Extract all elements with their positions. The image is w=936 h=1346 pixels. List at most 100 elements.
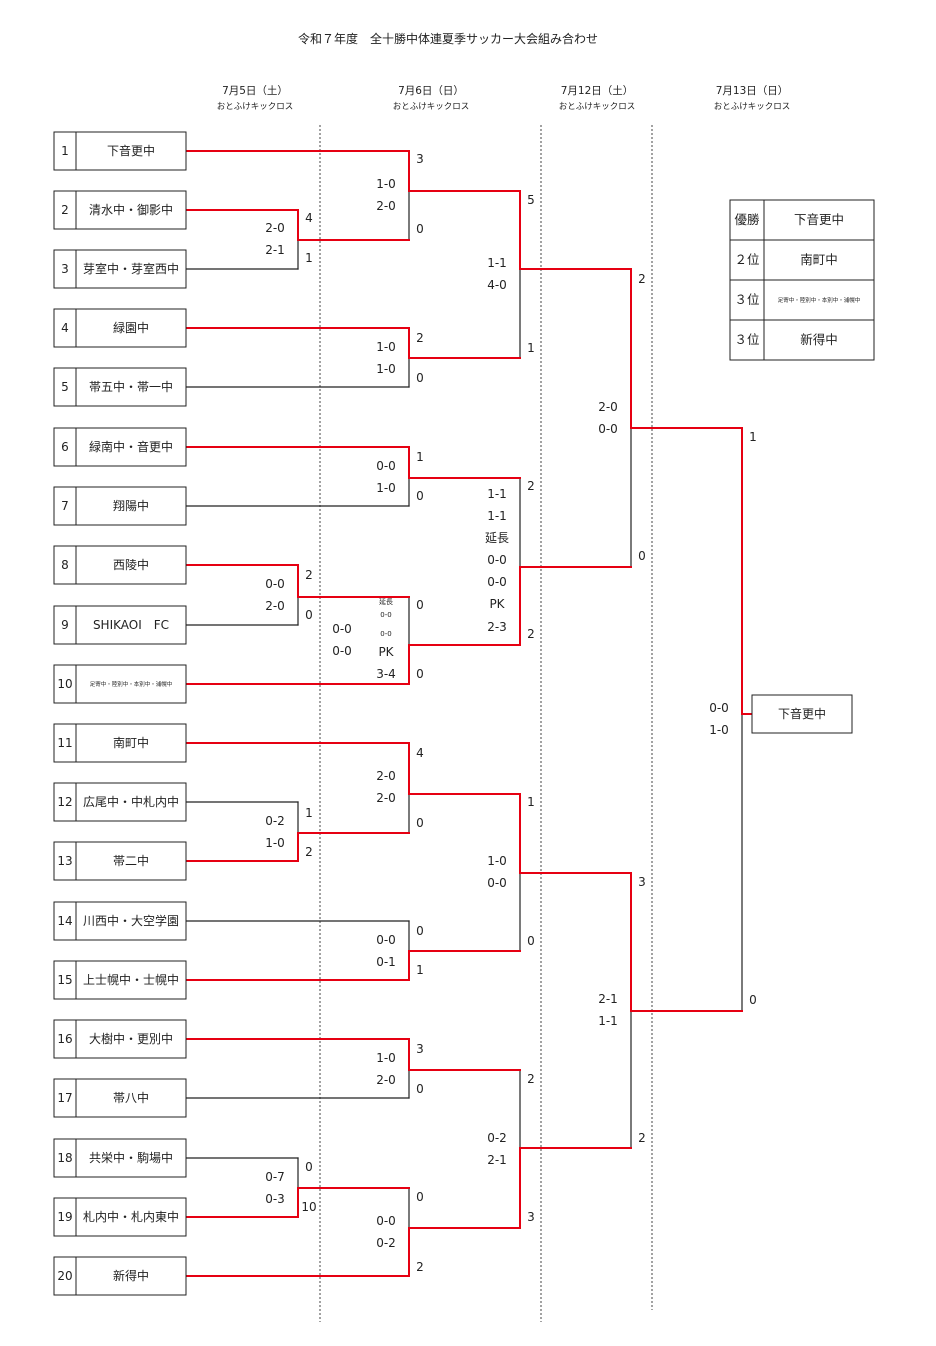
goals-top: 3 bbox=[416, 1042, 424, 1056]
results-table: 優勝下音更中２位南町中３位足寄中・陸別中・本別中・浦幌中３位新得中 bbox=[729, 199, 875, 361]
score-second-half: 0-0 bbox=[332, 644, 352, 658]
round4-venue: おとふけキックロス bbox=[714, 102, 791, 112]
team-number: 20 bbox=[57, 1269, 72, 1283]
team-name: 帯五中・帯一中 bbox=[89, 379, 173, 394]
pk-score: 2-3 bbox=[487, 620, 507, 634]
results-team: 足寄中・陸別中・本別中・浦幌中 bbox=[778, 296, 861, 304]
team-entry: 14 川西中・大空学園 bbox=[53, 901, 187, 941]
score-first-half: 2-1 bbox=[598, 992, 618, 1006]
goals-top: 2 bbox=[527, 1072, 535, 1086]
extra-time-label: 延長 bbox=[379, 597, 393, 606]
team-name: 広尾中・中札内中 bbox=[83, 794, 179, 809]
results-row: ３位足寄中・陸別中・本別中・浦幌中 bbox=[729, 279, 875, 321]
score-first-half: 1-1 bbox=[487, 256, 507, 270]
score-second-half: 0-3 bbox=[265, 1192, 285, 1206]
results-row: ３位新得中 bbox=[729, 319, 875, 361]
goals-top: 0 bbox=[416, 598, 424, 612]
goals-bottom: 0 bbox=[416, 667, 424, 681]
goals-bottom: 0 bbox=[305, 608, 313, 622]
round3-venue: おとふけキックロス bbox=[559, 102, 636, 112]
score-first-half: 0-0 bbox=[332, 622, 352, 636]
team-name: 帯二中 bbox=[113, 853, 149, 868]
score-first-half: 0-2 bbox=[265, 814, 285, 828]
bracket-lines bbox=[185, 190, 743, 1229]
goals-bottom: 0 bbox=[416, 489, 424, 503]
goals-top: 3 bbox=[416, 152, 424, 166]
team-name: 南町中 bbox=[113, 735, 149, 750]
team-number: 3 bbox=[61, 262, 69, 276]
score-second-half: 2-1 bbox=[265, 243, 285, 257]
team-number: 1 bbox=[61, 144, 69, 158]
team-entry: 9 SHIKAOI FC bbox=[53, 605, 187, 645]
score-second-half: 1-0 bbox=[709, 723, 729, 737]
team-number: 14 bbox=[57, 914, 72, 928]
score-second-half: 4-0 bbox=[487, 278, 507, 292]
goals-top: 3 bbox=[638, 875, 646, 889]
team-number: 7 bbox=[61, 499, 69, 513]
team-name: 上士幌中・士幌中 bbox=[83, 972, 179, 987]
score-first-half: 0-0 bbox=[709, 701, 729, 715]
extra-time-label: 延長 bbox=[485, 531, 509, 545]
goals-bottom: 1 bbox=[305, 251, 313, 265]
goals-bottom: 1 bbox=[527, 341, 535, 355]
goals-bottom: 1 bbox=[416, 963, 424, 977]
goals-bottom: 0 bbox=[638, 549, 646, 563]
pk-label: PK bbox=[378, 645, 394, 659]
score-second-half: 2-0 bbox=[376, 199, 396, 213]
pk-label: PK bbox=[489, 597, 505, 611]
score-second-half: 0-1 bbox=[376, 955, 396, 969]
team-number: 8 bbox=[61, 558, 69, 572]
goals-top: 2 bbox=[416, 331, 424, 345]
goals-top: 0 bbox=[305, 1160, 313, 1174]
team-name: 川西中・大空学園 bbox=[83, 913, 179, 928]
goals-bottom: 10 bbox=[301, 1200, 316, 1214]
goals-top: 1 bbox=[416, 450, 424, 464]
team-name: 翔陽中 bbox=[113, 498, 149, 513]
score-second-half: 0-0 bbox=[598, 422, 618, 436]
goals-top: 4 bbox=[416, 746, 424, 760]
results-rank: ３位 bbox=[734, 332, 759, 347]
goals-bottom: 0 bbox=[749, 993, 757, 1007]
goals-bottom: 2 bbox=[638, 1131, 646, 1145]
goals-top: 2 bbox=[305, 568, 313, 582]
team-name: 帯八中 bbox=[113, 1090, 149, 1105]
extra-time-score: 0-0 bbox=[487, 575, 507, 589]
column-separators bbox=[319, 125, 653, 1322]
results-cell bbox=[729, 319, 875, 361]
goals-bottom: 0 bbox=[416, 1082, 424, 1096]
goals-bottom: 2 bbox=[305, 845, 313, 859]
results-team: 南町中 bbox=[800, 252, 838, 267]
score-first-half: 2-0 bbox=[598, 400, 618, 414]
team-name: SHIKAOI FC bbox=[93, 618, 169, 632]
team-number: 9 bbox=[61, 618, 69, 632]
score-second-half: 0-2 bbox=[376, 1236, 396, 1250]
goals-bottom: 0 bbox=[416, 371, 424, 385]
goals-top: 1 bbox=[305, 806, 313, 820]
team-number: 16 bbox=[57, 1032, 72, 1046]
goals-bottom: 0 bbox=[416, 816, 424, 830]
round1-venue: おとふけキックロス bbox=[217, 102, 294, 112]
round1-date: 7月5日（土） bbox=[222, 84, 288, 97]
results-team: 下音更中 bbox=[794, 212, 844, 227]
winner-path bbox=[185, 150, 753, 1277]
score-first-half: 1-0 bbox=[376, 177, 396, 191]
champion-name: 下音更中 bbox=[778, 706, 826, 721]
score-second-half: 1-0 bbox=[376, 481, 396, 495]
team-number: 4 bbox=[61, 321, 69, 335]
champion-box: 下音更中 bbox=[751, 694, 853, 734]
round4-date: 7月13日（日） bbox=[716, 85, 789, 97]
goals-top: 2 bbox=[638, 272, 646, 286]
round3-date: 7月12日（土） bbox=[561, 84, 634, 97]
team-name: 緑南中・音更中 bbox=[89, 439, 173, 454]
score-second-half: 2-0 bbox=[376, 1073, 396, 1087]
goals-top: 0 bbox=[416, 924, 424, 938]
